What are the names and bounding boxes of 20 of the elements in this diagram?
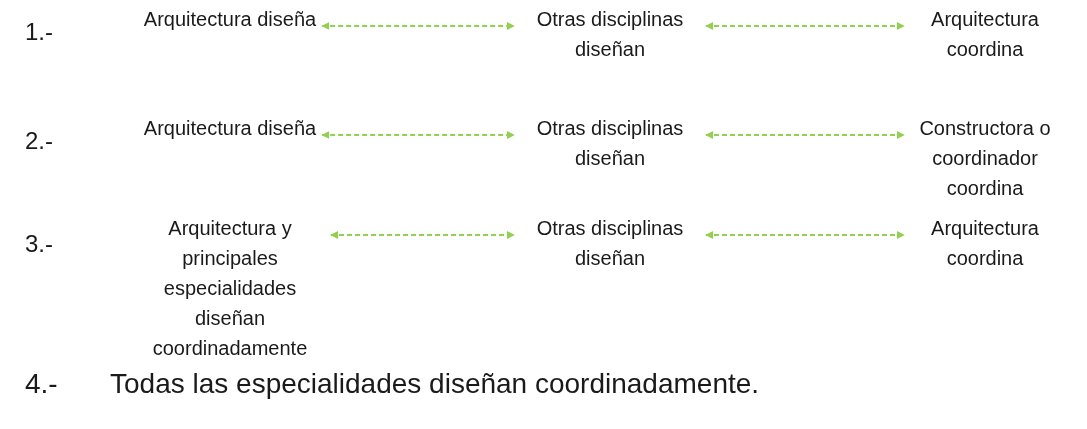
double-arrow: [321, 131, 515, 139]
row-number: 3.-: [25, 230, 53, 258]
node-text: Arquitectura coordina: [930, 216, 1040, 271]
row-number: 4.-: [25, 368, 58, 400]
node-text: Otras disciplinas diseñan: [535, 216, 685, 271]
double-arrow: [330, 231, 515, 239]
node-text: Arquitectura diseña: [143, 116, 317, 141]
row-number: 1.-: [25, 18, 53, 46]
node-text: Otras disciplinas diseñan: [535, 116, 685, 171]
double-arrow: [705, 131, 905, 139]
row-number: 2.-: [25, 127, 53, 155]
node-text: Constructora o coordinador coordina: [918, 116, 1052, 201]
node-text: Arquitectura diseña: [143, 7, 317, 32]
node-text: Otras disciplinas diseñan: [535, 7, 685, 62]
double-arrow: [705, 231, 905, 239]
node-text: Arquitectura coordina: [930, 7, 1040, 62]
note-text: Todas las especialidades diseñan coordinadamente.: [110, 368, 760, 400]
double-arrow: [705, 22, 905, 30]
double-arrow: [321, 22, 515, 30]
node-text: Arquitectura y principales especialidades diseñan coordinadamente: [151, 216, 309, 361]
